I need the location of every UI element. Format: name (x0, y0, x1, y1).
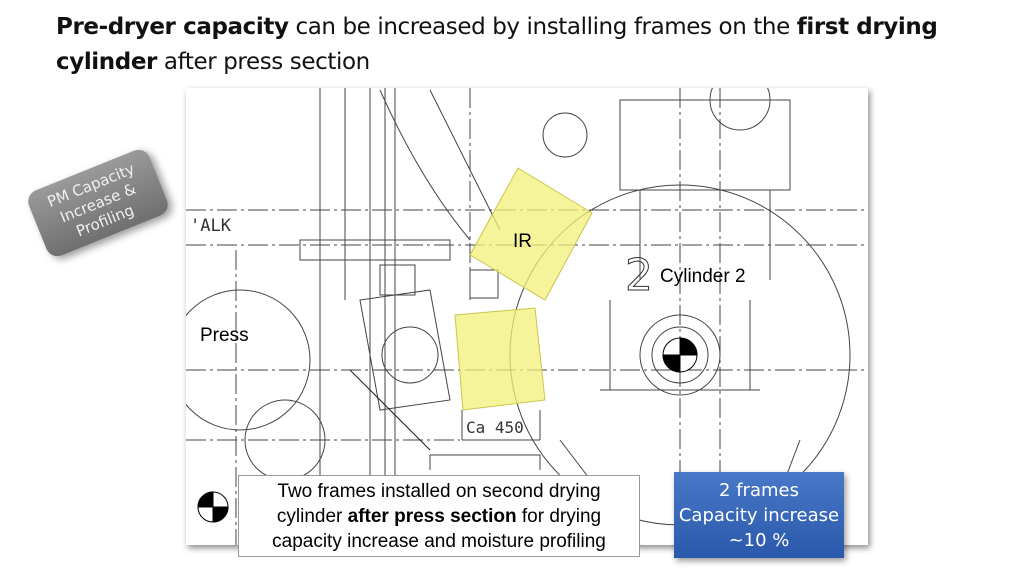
ir-label: IR (513, 231, 532, 252)
note-line-1: Two frames installed on second drying (277, 480, 601, 502)
callout-line-3: ~10 % (728, 529, 790, 551)
drawing-lines: 2 (186, 88, 868, 545)
title-text-2: can be increased by installing frames on… (288, 14, 797, 40)
dimension-label: Ca 450 (466, 418, 524, 437)
callout-line-2: Capacity increase (678, 504, 840, 526)
cylinder-2-label: Cylinder 2 (660, 266, 746, 287)
note-line-2: cylinder after press section for drying (239, 504, 639, 529)
technical-drawing: 2 IR Cylinder 2 Press Ca 450 'ALK (186, 88, 868, 545)
description-note: Two frames installed on second drying cy… (238, 475, 640, 557)
note-text: cylinder (276, 505, 348, 527)
note-text: for drying (516, 505, 602, 527)
walk-label: 'ALK (190, 216, 231, 236)
slide-title: Pre-dryer capacity can be increased by i… (56, 10, 956, 80)
callout-line-1: 2 frames (719, 479, 799, 501)
center-mark-press (197, 491, 229, 523)
title-bold-3: first drying cylinder (56, 14, 938, 75)
title-text-4: after press section (156, 49, 370, 75)
capacity-callout: 2 frames Capacity increase ~10 % (674, 472, 844, 558)
note-line-3: capacity increase and moisture profiling (272, 530, 606, 552)
center-mark-cylinder (662, 337, 698, 373)
note-bold: after press section (347, 505, 517, 527)
drawing-number-2: 2 (625, 250, 653, 301)
press-label: Press (200, 325, 249, 346)
title-bold-1: Pre-dryer capacity (56, 14, 289, 40)
